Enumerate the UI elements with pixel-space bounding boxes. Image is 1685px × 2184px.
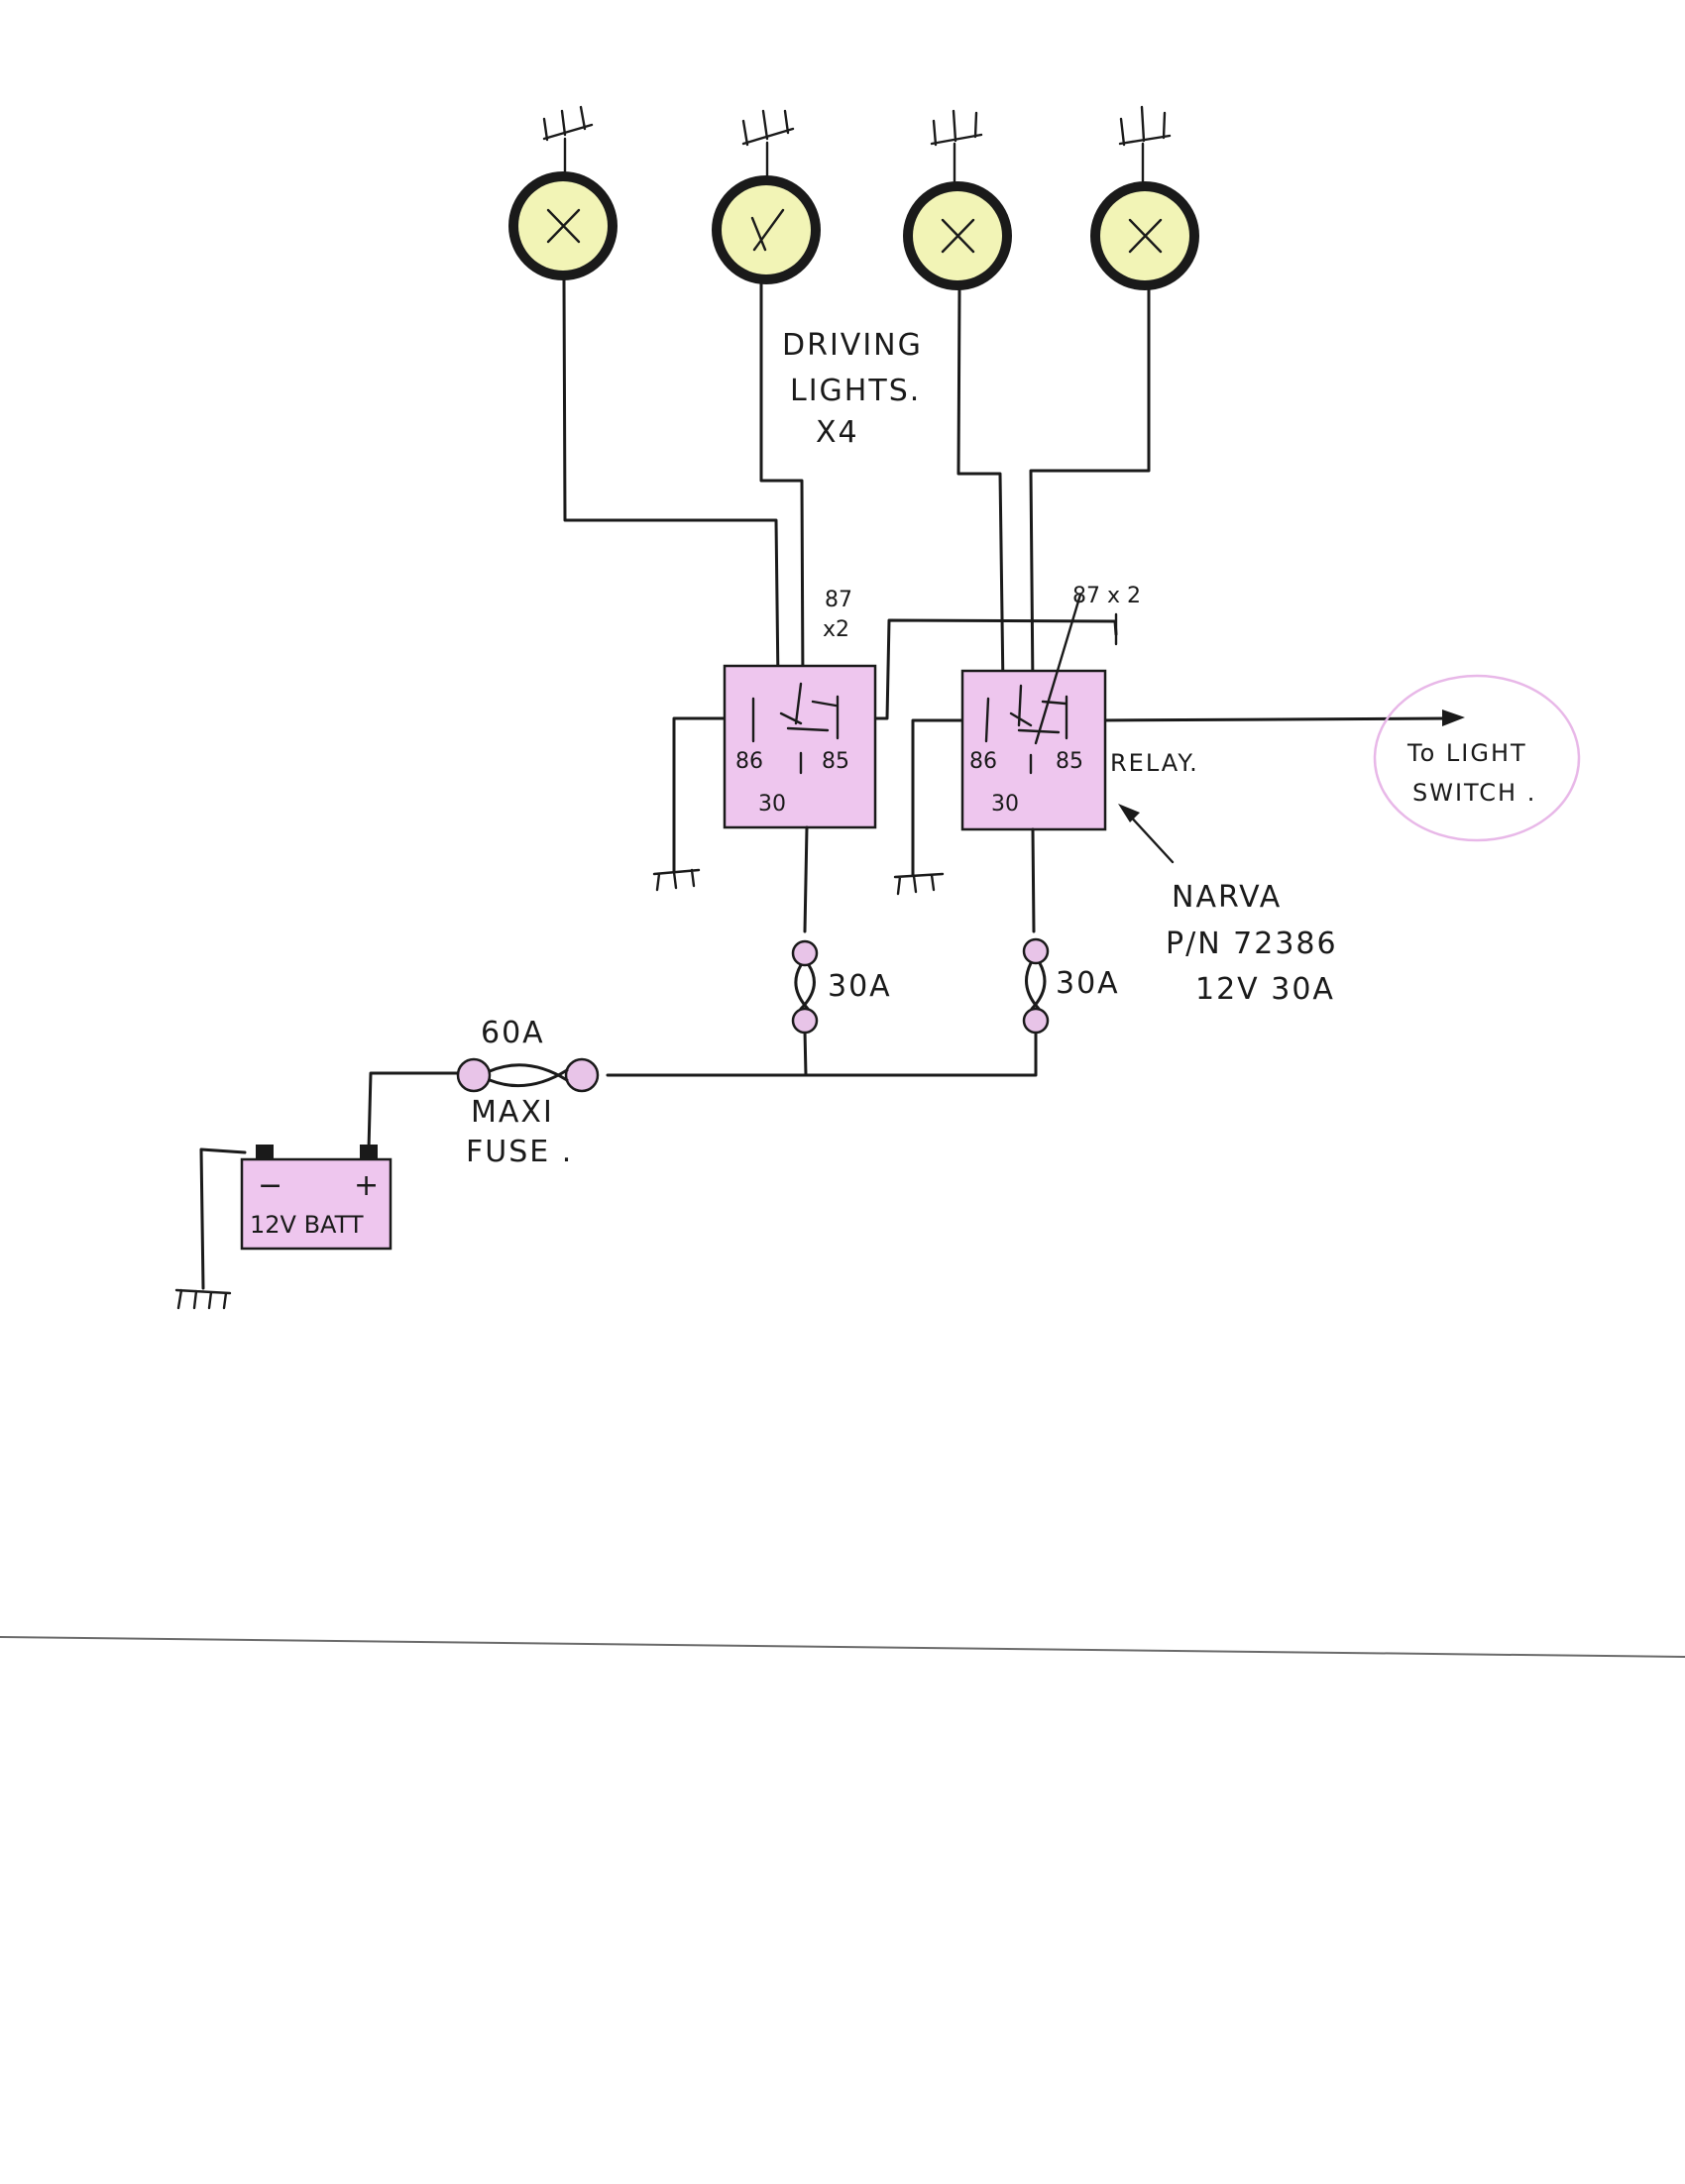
- paper-edge-line: [0, 1636, 1685, 1658]
- narva-pointer-line: [1125, 811, 1175, 864]
- lights-label-line1: DRIVING: [782, 328, 923, 363]
- lamp-1: [508, 171, 618, 280]
- lights-label-line3: X4: [816, 415, 859, 450]
- narva-pointer-arrow-icon: [1118, 804, 1140, 822]
- lamp-3: [903, 181, 1012, 290]
- maxi-fuse: 60A MAXI FUSE .: [456, 1016, 600, 1169]
- battery-positive-terminal: [360, 1145, 378, 1159]
- battery-label: 12V BATT: [250, 1211, 364, 1239]
- maxi-fuse-right-contact: [564, 1057, 600, 1093]
- relay-2-body: [960, 669, 1107, 831]
- fuse-30a-2-top-contact: [1022, 937, 1050, 965]
- relay-2-pin30: 30: [991, 792, 1019, 817]
- lamp-2: [712, 175, 821, 284]
- maxi-fuse-label-line2: FUSE .: [466, 1135, 573, 1169]
- fuse-30a-1-bottom-contact: [791, 1007, 819, 1035]
- relay-1-pin85: 85: [822, 749, 849, 774]
- switch-label-line1: To LIGHT: [1406, 739, 1527, 767]
- battery-negative-terminal: [256, 1145, 274, 1159]
- ground-icon: [652, 868, 701, 892]
- relay-2-pin86: 86: [969, 749, 997, 774]
- relay1-ground-wire: [672, 716, 730, 874]
- ground-icon: [930, 109, 983, 183]
- relay-2: 86 85 30 87 x 2 RELAY.: [960, 584, 1199, 831]
- battery-plus: +: [354, 1168, 381, 1203]
- lamp-2-lens: [722, 185, 811, 274]
- relay-1-pin87: 87: [825, 588, 852, 612]
- relay-label: RELAY.: [1110, 749, 1199, 777]
- relay-part-line1: NARVA: [1172, 880, 1282, 915]
- fuse-30a-2-bottom-contact: [1022, 1007, 1050, 1035]
- fuse-30a-2: 30A: [1022, 937, 1120, 1035]
- ground-feed-wire: [199, 1147, 247, 1290]
- fuse-feed-wire: [606, 825, 1038, 1077]
- lamp-ground-icons: [542, 105, 1172, 183]
- battery: − + 12V BATT: [240, 1145, 393, 1251]
- fuse-30a-2-label: 30A: [1056, 966, 1120, 1001]
- ground-icon: [1118, 105, 1172, 183]
- lamp-3-cross-icon: [941, 218, 975, 254]
- ground-icon: [174, 1288, 232, 1310]
- lamp-2-cross-icon: [750, 208, 785, 252]
- lights-label-line2: LIGHTS.: [790, 374, 921, 408]
- maxi-fuse-label-line1: MAXI: [471, 1095, 554, 1130]
- switch-label-line2: SWITCH .: [1412, 779, 1536, 807]
- relay-1-pin87-count: x2: [823, 617, 849, 642]
- ground-icon: [893, 872, 945, 896]
- lamp-4: [1090, 181, 1199, 290]
- relay-part-line2: P/N 72386: [1166, 927, 1338, 961]
- relay-1-pin86: 86: [735, 749, 763, 774]
- fuse-30a-1: 30A: [791, 939, 892, 1035]
- maxi-fuse-left-contact: [456, 1057, 492, 1093]
- lamp-wiring: [562, 278, 1151, 691]
- fuse-30a-1-top-contact: [791, 939, 819, 967]
- switch-arrow-icon: [1442, 710, 1465, 726]
- relay-2-pin85: 85: [1056, 749, 1083, 774]
- battery-minus: −: [258, 1168, 284, 1203]
- lamp-1-cross-icon: [546, 208, 581, 244]
- ground-icon: [741, 109, 795, 177]
- switch-ellipse: [1373, 674, 1581, 842]
- relay-1-pin30: 30: [758, 792, 786, 817]
- relay-1: 86 85 30 87 x2: [723, 588, 877, 829]
- relay-part-line3: 12V 30A: [1195, 972, 1335, 1007]
- fuse-30a-1-label: 30A: [828, 969, 892, 1004]
- maxi-fuse-rating: 60A: [481, 1016, 545, 1050]
- lamp-4-cross-icon: [1128, 218, 1163, 254]
- battery-body: [240, 1157, 393, 1251]
- relay2-ground-wire: [911, 718, 963, 877]
- relay-2-pin87: 87 x 2: [1072, 584, 1141, 608]
- ground-icon: [542, 105, 594, 173]
- switch-feed-wire: [1093, 716, 1449, 722]
- battery-feed-wire: [367, 1071, 461, 1151]
